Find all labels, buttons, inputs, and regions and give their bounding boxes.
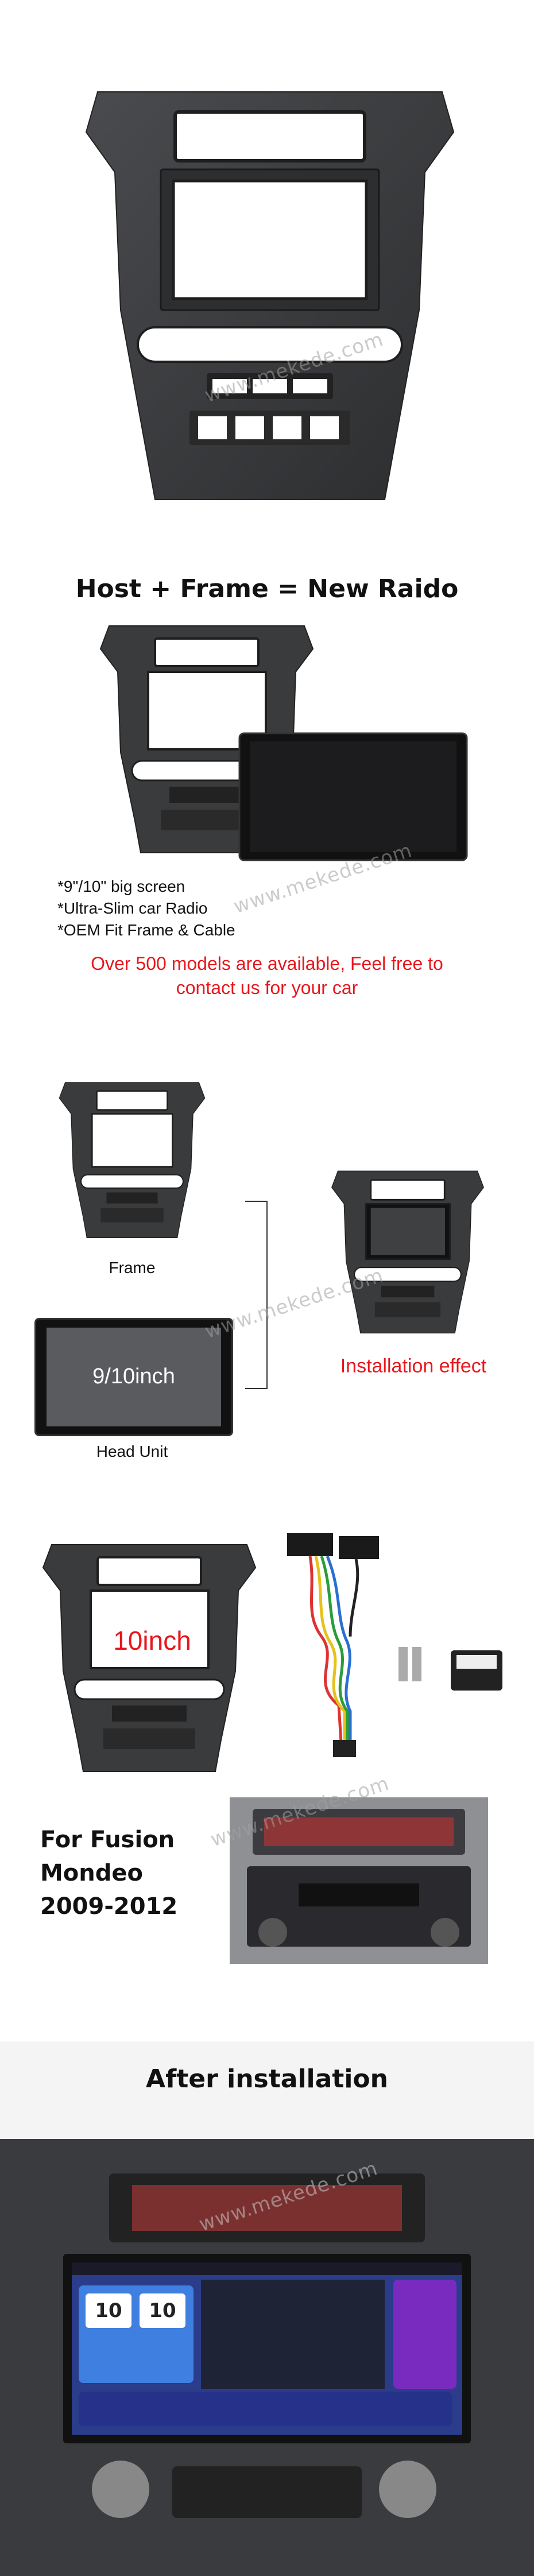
section-host-frame: Host + Frame = New Raido *9"/10" big scr…: [0, 551, 534, 1028]
installed-radio-image: [331, 1170, 484, 1334]
installation-effect-label: Installation effect: [340, 1355, 487, 1377]
frame-image: [59, 1082, 206, 1238]
bracket-line: [245, 1201, 268, 1389]
for-word: For: [40, 1827, 82, 1853]
section-after-installation: After installation 10 10 www.mekede.com: [0, 2041, 534, 2576]
feature-list: *9"/10" big screen *Ultra-Slim car Radio…: [57, 876, 235, 941]
installed-dash-photo: 10 10: [0, 2139, 534, 2576]
wiring-harness-image: [287, 1533, 379, 1757]
clock-hours: 10: [95, 2299, 122, 2322]
clock-minutes: 10: [149, 2299, 176, 2322]
model-text: For Fusion Mondeo 2009-2012: [40, 1823, 177, 1923]
frame-label: Frame: [109, 1259, 156, 1277]
radio-screen: 10 10: [72, 2262, 462, 2435]
head-unit-image: [238, 732, 468, 861]
headline-after-installation: After installation: [146, 2064, 388, 2094]
head-unit-screen-text: 9/10inch: [92, 1364, 175, 1388]
original-dash-photo: [230, 1797, 488, 1964]
dash-frame-image: [85, 91, 455, 500]
section-frame-photo: www.mekede.com: [0, 0, 534, 517]
frame-image-10inch: [42, 1544, 257, 1772]
canbus-box-image: [398, 1647, 502, 1691]
promo-line-2: contact us for your car: [176, 977, 358, 998]
feature-bullet: *OEM Fit Frame & Cable: [57, 921, 235, 939]
size-label: 10inch: [113, 1626, 191, 1656]
model-name-2: Mondeo: [40, 1860, 144, 1886]
head-unit-image: 9/10inch: [34, 1318, 233, 1436]
model-years: 2009-2012: [40, 1893, 178, 1920]
section-installation: Frame 9/10inch Head Unit www.mekede.com …: [0, 1045, 534, 1482]
feature-bullet: *Ultra-Slim car Radio: [57, 899, 208, 917]
model-name: Fusion: [90, 1827, 175, 1853]
headline-host-frame: Host + Frame = New Raido: [75, 574, 459, 604]
feature-bullet: *9"/10" big screen: [57, 877, 185, 895]
head-unit-label: Head Unit: [96, 1442, 168, 1460]
section-model-fit: 10inch For Fusion Mondeo 2009-2012 www.m…: [0, 1504, 534, 2021]
promo-line-1: Over 500 models are available, Feel free…: [91, 953, 443, 974]
